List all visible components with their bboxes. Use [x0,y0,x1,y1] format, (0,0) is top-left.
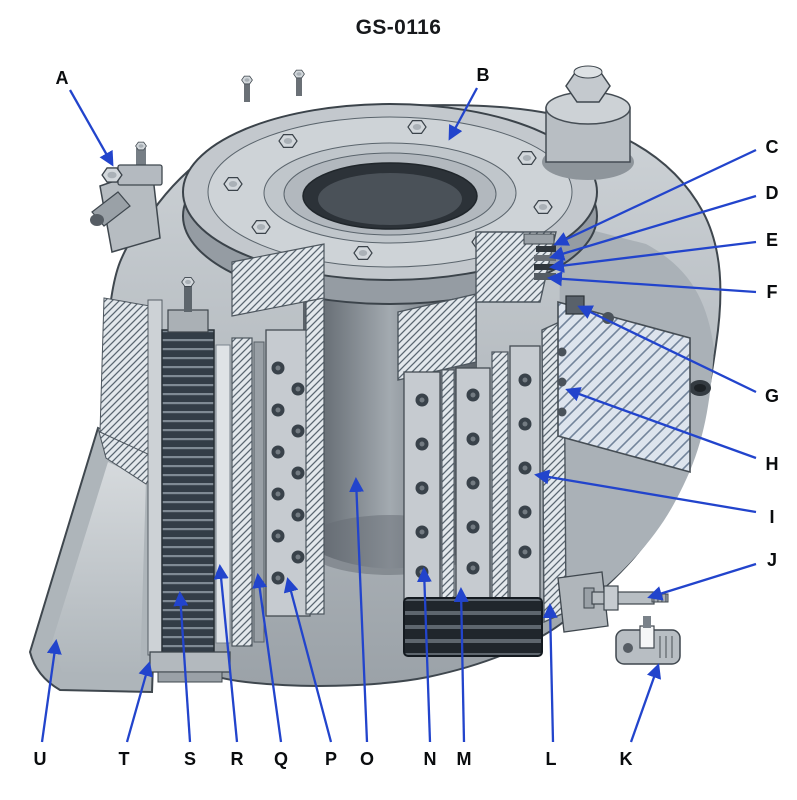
callout-label-i: I [769,507,775,527]
callout-label-t: T [118,749,130,769]
callout-arrow-e [549,240,757,273]
callout-label-u: U [33,749,47,769]
callout-label-s: S [183,749,197,769]
spring-stack [403,597,543,657]
callout-label-p: P [324,749,338,769]
callout-label-j: J [766,550,778,570]
callout-label-n: N [423,749,437,769]
left-fitting [90,141,163,227]
callout-arrow-t [125,661,153,743]
callout-arrow-a [68,89,114,167]
callout-arrow-b [448,87,479,141]
callout-arrow-k [629,663,662,743]
callout-label-o: O [359,749,375,769]
callout-label-q: Q [273,749,289,769]
callout-label-h: H [765,454,779,474]
top-right-boss [542,65,634,180]
callout-arrow-n [416,567,432,743]
flange-studs [241,69,305,102]
callout-label-a: A [55,68,69,88]
callout-label-r: R [230,749,244,769]
callout-arrow-p [283,577,333,743]
callout-arrow-f [547,271,757,294]
callout-label-f: F [766,282,778,302]
seal-ring-stack [475,231,557,303]
diagram-title: GS-0116 [355,16,442,39]
left-skirt [28,297,162,694]
callout-arrow-h [565,387,757,460]
callout-arrow-m [453,587,469,743]
callout-label-e: E [765,230,779,250]
callout-arrow-c [553,148,757,246]
callout-arrow-g [577,305,757,394]
callout-arrow-o [349,477,369,743]
callout-label-m: M [456,749,472,769]
callout-arrow-d [549,194,757,261]
callout-label-k: K [619,749,633,769]
callout-arrow-u [40,639,62,743]
callout-arrow-q [252,573,283,743]
perforated-holes-right-2 [466,388,480,575]
callout-arrow-i [534,469,757,514]
callout-arrows [40,87,757,743]
adjuster-shaft [557,571,669,633]
clamp-bracket [615,616,681,665]
perforated-holes-right-3 [518,373,532,559]
callout-label-c: C [765,137,779,157]
callout-arrow-l [542,603,558,743]
callout-label-g: G [764,386,780,406]
callout-arrow-r [213,564,239,743]
perforated-holes-left [271,361,305,585]
callout-label-b: B [476,65,490,85]
callout-arrow-s [173,591,192,743]
callout-label-d: D [765,183,779,203]
callout-label-l: L [545,749,557,769]
callout-arrow-j [647,562,757,601]
